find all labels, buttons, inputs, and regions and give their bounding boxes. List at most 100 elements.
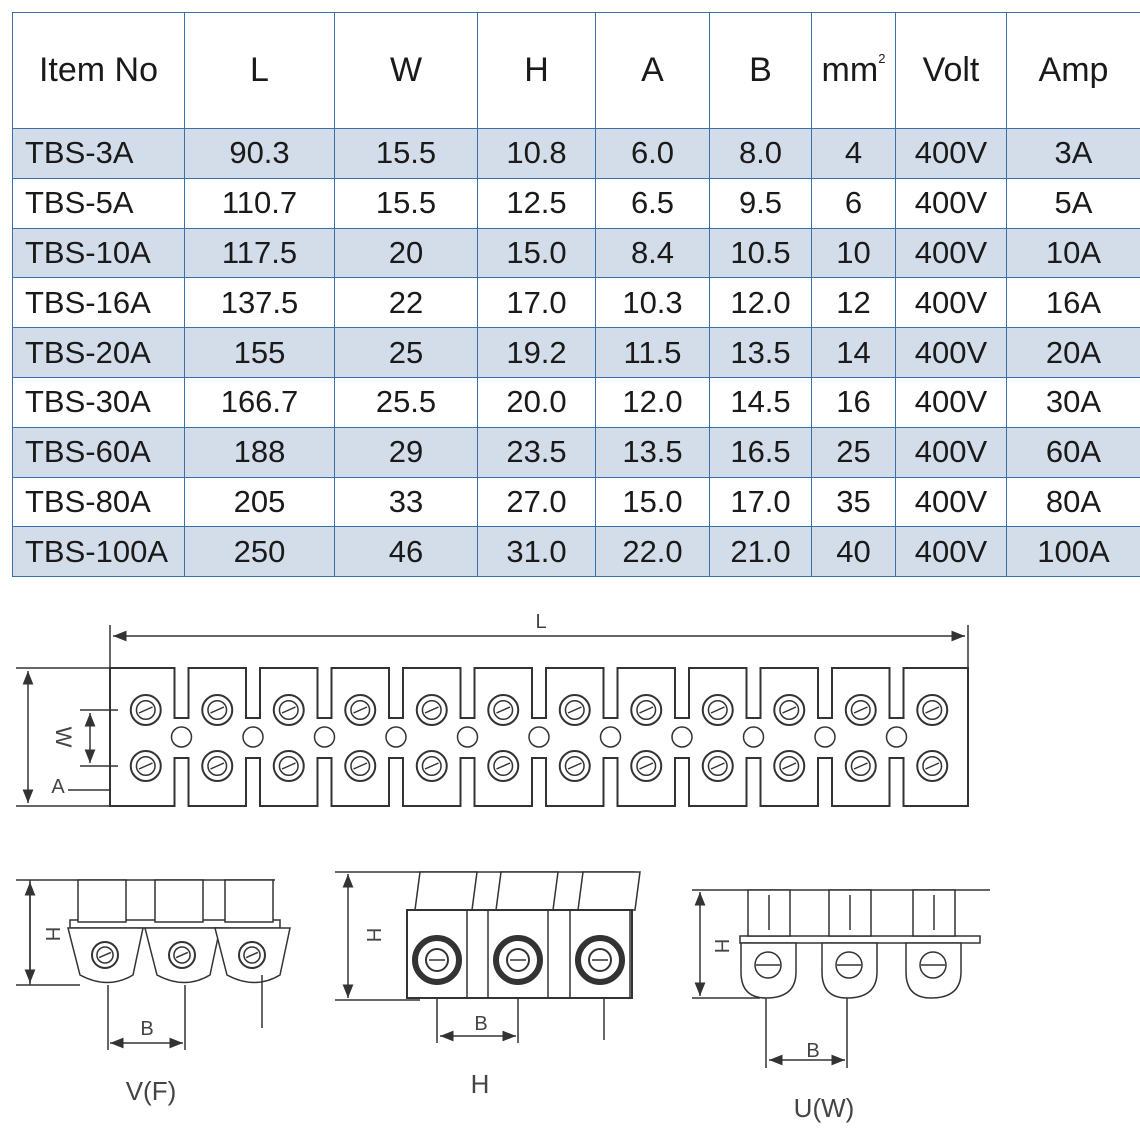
screw-bottom-icon-slot (210, 762, 225, 770)
item-no-cell: TBS-5A (12, 177, 185, 229)
item-no-cell: TBS-10A (12, 227, 185, 279)
table-cell: 31.0 (477, 526, 596, 578)
connector-hole-icon (742, 726, 765, 748)
header-amp: Amp (1006, 12, 1140, 129)
table-cell: 22 (334, 277, 478, 329)
table-cell: 17.0 (709, 476, 812, 528)
header-h: H (477, 12, 596, 129)
vf-terminal-cap (154, 879, 204, 923)
table-cell: 15.5 (334, 128, 478, 179)
table-cell: 155 (184, 327, 335, 378)
header-item-no: Item No (12, 12, 185, 129)
dim-label-h-h: H (362, 928, 384, 942)
screw-top-icon-slot (210, 706, 225, 714)
vf-screw-icon-inner (243, 946, 261, 964)
screw-top-icon-inner (850, 699, 871, 721)
screw-top-icon-inner (278, 699, 299, 721)
screw-bottom-icon-slot (567, 762, 582, 770)
table-cell: 400V (895, 376, 1007, 428)
item-no-cell: TBS-3A (12, 128, 185, 179)
table-cell: 8.0 (709, 128, 812, 179)
table-cell: 13.5 (709, 327, 812, 378)
screw-bottom-icon-slot (639, 762, 654, 770)
table-cell: 110.7 (184, 177, 335, 229)
table-cell: 20.0 (477, 376, 596, 428)
screw-bottom-icon-inner (278, 755, 299, 777)
table-cell: 25 (334, 327, 478, 378)
screw-bottom-icon-inner (350, 755, 371, 777)
table-cell: 15.0 (595, 476, 710, 528)
table-cell: 17.0 (477, 277, 596, 329)
screw-top-icon-slot (138, 706, 153, 714)
item-no-cell: TBS-80A (12, 476, 185, 528)
item-no-cell: TBS-20A (12, 327, 185, 378)
screw-top-icon-inner (922, 699, 943, 721)
screw-top-icon-inner (350, 699, 371, 721)
connector-hole-icon (170, 726, 193, 748)
table-cell: 10.3 (595, 277, 710, 329)
screw-bottom-icon-slot (710, 762, 725, 770)
screw-top-icon-slot (853, 706, 868, 714)
vf-screw-icon-slot (175, 951, 189, 959)
table-cell: 205 (184, 476, 335, 528)
connector-hole-icon (242, 726, 264, 748)
table-cell: 400V (895, 476, 1007, 528)
header-b: B (709, 12, 812, 129)
table-cell: 400V (895, 177, 1007, 229)
screw-top-icon-inner (207, 699, 228, 721)
screw-bottom-icon-inner (564, 755, 585, 777)
table-cell: 21.0 (709, 526, 812, 578)
screw-top-icon-slot (353, 706, 368, 714)
vf-screw-icon-slot (98, 951, 112, 959)
dim-label-b-vf: B (140, 1018, 153, 1040)
table-cell: 400V (895, 526, 1007, 578)
screw-bottom-icon-slot (138, 762, 153, 770)
h-clamp-ring-icon (575, 935, 625, 985)
screw-top-icon-inner (636, 699, 657, 721)
screw-bottom-icon-inner (636, 755, 657, 777)
table-cell: 11.5 (595, 327, 710, 378)
screw-top-icon-inner (493, 699, 514, 721)
screw-bottom-icon-slot (353, 762, 368, 770)
screw-top-icon-slot (925, 706, 940, 714)
table-cell: 13.5 (595, 426, 710, 478)
header-volt: Volt (895, 12, 1007, 129)
table-cell: 4 (811, 128, 896, 179)
dim-label-a: A (51, 776, 65, 798)
table-cell: 6.0 (595, 128, 710, 179)
connector-hole-icon (671, 726, 693, 748)
screw-top-icon-inner (421, 699, 442, 721)
screw-bottom-icon-slot (496, 762, 511, 770)
table-cell: 10 (811, 227, 896, 279)
dim-label-h-uw: H (710, 939, 732, 953)
vf-screw-icon-inner (173, 946, 191, 964)
connector-hole-icon (599, 726, 622, 748)
table-cell: 60A (1006, 426, 1140, 478)
screw-bottom-icon-slot (853, 762, 868, 770)
screw-top-icon-slot (710, 706, 725, 714)
table-cell: 166.7 (184, 376, 335, 428)
table-cell: 15.5 (334, 177, 478, 229)
table-cell: 3A (1006, 128, 1140, 179)
screw-bottom-icon-inner (493, 755, 514, 777)
dim-label-l: L (535, 611, 546, 633)
table-cell: 40 (811, 526, 896, 578)
table-cell: 400V (895, 128, 1007, 179)
table-cell: 27.0 (477, 476, 596, 528)
screw-top-icon-slot (639, 706, 654, 714)
table-cell: 100A (1006, 526, 1140, 578)
dim-label-b-h: B (474, 1013, 487, 1035)
connector-hole-icon (456, 726, 479, 748)
table-cell: 10.5 (709, 227, 812, 279)
screw-bottom-icon-slot (925, 762, 940, 770)
item-no-cell: TBS-60A (12, 426, 185, 478)
h-clamp-ring-icon (493, 935, 543, 985)
header-mm-superscript: 2 (878, 51, 886, 66)
